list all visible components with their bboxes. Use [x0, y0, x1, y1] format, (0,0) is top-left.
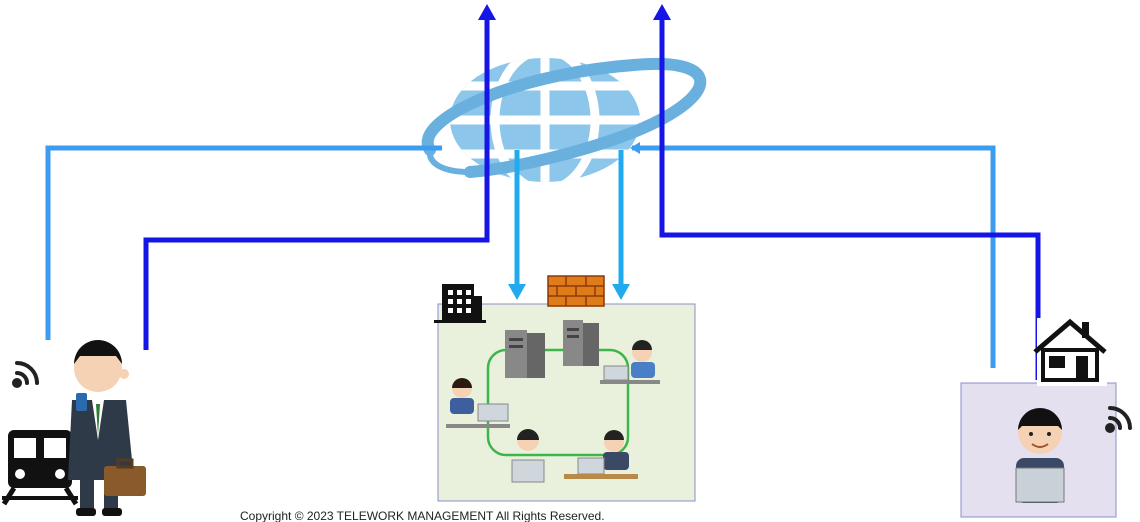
office-worker-icon — [511, 429, 545, 483]
laptop-icon — [1015, 467, 1065, 503]
train-icon — [1, 430, 79, 506]
home-worker-icon — [1015, 408, 1065, 503]
wifi-icon — [12, 361, 39, 388]
left-lan-link — [45, 145, 442, 340]
office-worker-icon — [564, 430, 638, 479]
office-uplink — [612, 150, 630, 300]
lan-ring — [486, 348, 630, 457]
briefcase-icon — [104, 458, 146, 496]
wifi-icon — [1105, 406, 1132, 433]
office-worker-icon — [600, 340, 660, 384]
server-icon — [563, 320, 599, 366]
globe-icon — [421, 57, 707, 182]
smartphone-icon — [76, 393, 87, 411]
office-downlink — [508, 150, 526, 300]
office-network — [437, 303, 696, 502]
left-internet-link — [143, 4, 496, 350]
firewall-icon — [547, 275, 605, 307]
headset-worker-icon — [446, 378, 510, 428]
right-internet-link — [653, 4, 1041, 380]
home-office — [960, 382, 1117, 518]
right-lan-link — [630, 142, 996, 368]
copyright-notice: Copyright © 2023 TELEWORK MANAGEMENT All… — [240, 510, 605, 522]
building-icon — [434, 284, 486, 323]
house-icon — [1033, 318, 1107, 386]
server-icon — [505, 330, 545, 378]
businessman-icon — [68, 340, 146, 516]
